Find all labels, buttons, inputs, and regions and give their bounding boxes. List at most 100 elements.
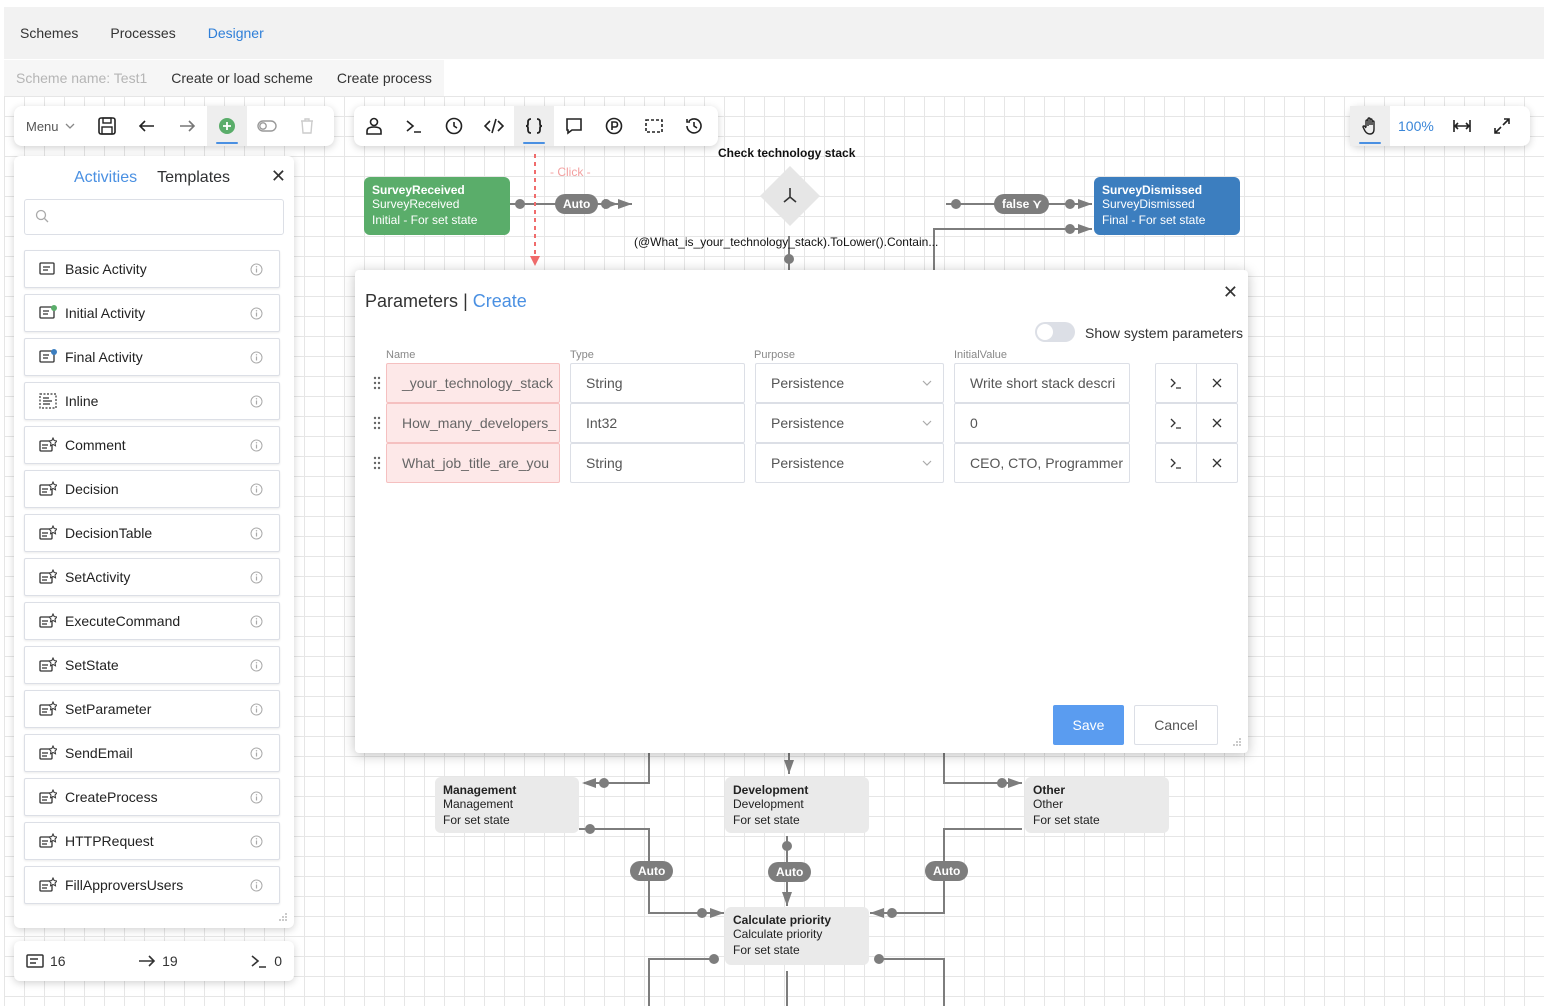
transition-click-label[interactable]: - Click - bbox=[550, 165, 591, 179]
pan-button[interactable] bbox=[1350, 106, 1390, 146]
transition-auto-pill[interactable]: Auto bbox=[925, 861, 969, 881]
redo-button[interactable] bbox=[167, 106, 207, 146]
fullscreen-button[interactable] bbox=[1482, 106, 1522, 146]
delete-button[interactable] bbox=[287, 106, 327, 146]
parameter-name-input[interactable]: What_job_title_are_you bbox=[386, 443, 560, 483]
info-icon[interactable] bbox=[250, 835, 263, 848]
node-development[interactable]: Development Development For set state bbox=[725, 777, 869, 833]
activity-item[interactable]: Decision bbox=[24, 470, 280, 508]
activity-item[interactable]: SetState bbox=[24, 646, 280, 684]
activity-item[interactable]: FillApproversUsers bbox=[24, 866, 280, 904]
delete-parameter-button[interactable] bbox=[1197, 404, 1238, 442]
cancel-button[interactable]: Cancel bbox=[1134, 705, 1218, 745]
activity-item[interactable]: Initial Activity bbox=[24, 294, 280, 332]
save-button[interactable]: Save bbox=[1053, 705, 1124, 745]
column-header-purpose: Purpose bbox=[754, 349, 795, 361]
save-scheme-button[interactable] bbox=[87, 106, 127, 146]
actors-button[interactable] bbox=[354, 106, 394, 146]
info-icon[interactable] bbox=[250, 263, 263, 276]
transition-false-pill[interactable]: false ⋎ bbox=[994, 194, 1050, 214]
parameter-type-input[interactable]: Int32 bbox=[570, 403, 745, 443]
info-icon[interactable] bbox=[250, 879, 263, 892]
activity-item[interactable]: ExecuteCommand bbox=[24, 602, 280, 640]
select-area-button[interactable] bbox=[634, 106, 674, 146]
code-actions-button[interactable] bbox=[474, 106, 514, 146]
nav-schemes[interactable]: Schemes bbox=[20, 25, 79, 41]
info-icon[interactable] bbox=[250, 527, 263, 540]
resize-handle-icon[interactable] bbox=[1232, 737, 1242, 747]
delete-parameter-button[interactable] bbox=[1197, 444, 1238, 482]
activity-item[interactable]: SetActivity bbox=[24, 558, 280, 596]
activity-item[interactable]: Comment bbox=[24, 426, 280, 464]
info-icon[interactable] bbox=[250, 747, 263, 760]
toggle-mode-button[interactable] bbox=[247, 106, 287, 146]
parameter-type-input[interactable]: String bbox=[570, 363, 745, 403]
parameter-name-input[interactable]: How_many_developers_ bbox=[386, 403, 560, 443]
activity-item[interactable]: Basic Activity bbox=[24, 250, 280, 288]
create-process-button[interactable]: Create process bbox=[324, 60, 444, 96]
activity-item[interactable]: CreateProcess bbox=[24, 778, 280, 816]
timers-button[interactable] bbox=[434, 106, 474, 146]
node-survey-dismissed[interactable]: SurveyDismissed SurveyDismissed Final - … bbox=[1094, 177, 1240, 235]
parameters-button[interactable] bbox=[514, 106, 554, 146]
close-icon[interactable]: ✕ bbox=[1222, 282, 1238, 302]
tab-templates[interactable]: Templates bbox=[157, 169, 231, 186]
commands-button[interactable] bbox=[394, 106, 434, 146]
transition-auto-pill[interactable]: Auto bbox=[555, 194, 599, 214]
activity-item[interactable]: HTTPRequest bbox=[24, 822, 280, 860]
parameter-name-input[interactable]: _your_technology_stack bbox=[386, 363, 560, 403]
comments-button[interactable] bbox=[554, 106, 594, 146]
show-system-parameters-toggle[interactable] bbox=[1035, 322, 1075, 342]
transition-auto-pill[interactable]: Auto bbox=[768, 862, 812, 882]
edit-expression-button[interactable] bbox=[1156, 444, 1197, 482]
parameter-purpose-select[interactable]: Persistence bbox=[755, 403, 944, 443]
fit-width-button[interactable] bbox=[1442, 106, 1482, 146]
resize-handle-icon[interactable] bbox=[278, 912, 288, 922]
info-icon[interactable] bbox=[250, 439, 263, 452]
drag-handle-icon[interactable] bbox=[373, 456, 381, 470]
edit-expression-button[interactable] bbox=[1156, 404, 1197, 442]
parameter-initial-value-input[interactable]: Write short stack descri bbox=[954, 363, 1130, 403]
parameter-type-input[interactable]: String bbox=[570, 443, 745, 483]
info-icon[interactable] bbox=[250, 659, 263, 672]
info-icon[interactable] bbox=[250, 395, 263, 408]
delete-parameter-button[interactable] bbox=[1197, 364, 1238, 402]
close-icon[interactable]: ✕ bbox=[270, 166, 286, 186]
node-calculate-priority[interactable]: Calculate priority Calculate priority Fo… bbox=[725, 907, 869, 965]
node-management[interactable]: Management Management For set state bbox=[435, 777, 579, 833]
activity-item[interactable]: Inline bbox=[24, 382, 280, 420]
activity-item[interactable]: SetParameter bbox=[24, 690, 280, 728]
nav-designer[interactable]: Designer bbox=[207, 25, 264, 41]
parameter-initial-value-input[interactable]: CEO, CTO, Programmer bbox=[954, 443, 1130, 483]
info-icon[interactable] bbox=[250, 703, 263, 716]
create-load-scheme-button[interactable]: Create or load scheme bbox=[159, 60, 325, 96]
parameter-purpose-select[interactable]: Persistence bbox=[755, 443, 944, 483]
info-icon[interactable] bbox=[250, 351, 263, 364]
transition-auto-pill[interactable]: Auto bbox=[630, 861, 674, 881]
nav-processes[interactable]: Processes bbox=[110, 25, 176, 41]
undo-icon bbox=[138, 120, 154, 132]
parameter-initial-value-input[interactable]: 0 bbox=[954, 403, 1130, 443]
plugins-button[interactable] bbox=[594, 106, 634, 146]
zoom-level[interactable]: 100% bbox=[1398, 118, 1434, 134]
activity-item[interactable]: Final Activity bbox=[24, 338, 280, 376]
undo-button[interactable] bbox=[127, 106, 167, 146]
info-icon[interactable] bbox=[250, 615, 263, 628]
menu-button[interactable]: Menu bbox=[14, 106, 87, 146]
drag-handle-icon[interactable] bbox=[373, 376, 381, 390]
edit-expression-button[interactable] bbox=[1156, 364, 1197, 402]
activity-item[interactable]: DecisionTable bbox=[24, 514, 280, 552]
info-icon[interactable] bbox=[250, 791, 263, 804]
node-survey-received[interactable]: SurveyReceived SurveyReceived Initial - … bbox=[364, 177, 510, 235]
history-button[interactable] bbox=[674, 106, 714, 146]
parameter-purpose-select[interactable]: Persistence bbox=[755, 363, 944, 403]
search-input[interactable] bbox=[24, 199, 284, 235]
activity-item[interactable]: SendEmail bbox=[24, 734, 280, 772]
tab-activities[interactable]: Activities bbox=[74, 169, 138, 186]
drag-handle-icon[interactable] bbox=[373, 416, 381, 430]
info-icon[interactable] bbox=[250, 307, 263, 320]
node-other[interactable]: Other Other For set state bbox=[1025, 777, 1169, 833]
add-activity-button[interactable] bbox=[206, 106, 247, 146]
info-icon[interactable] bbox=[250, 483, 263, 496]
info-icon[interactable] bbox=[250, 571, 263, 584]
